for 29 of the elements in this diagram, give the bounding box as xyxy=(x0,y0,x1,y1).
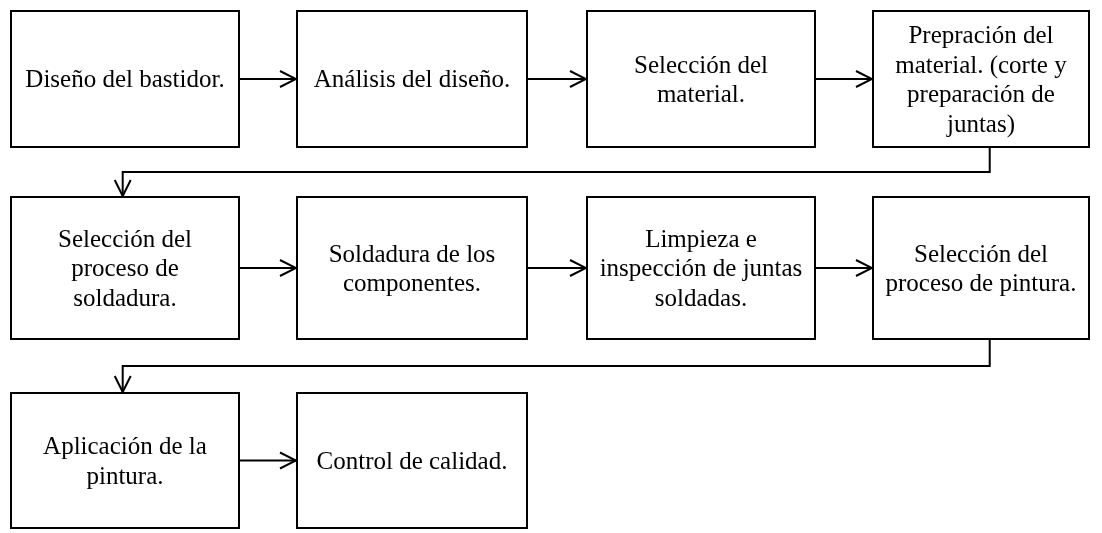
arrow xyxy=(239,259,297,277)
step-text: Selección del proceso de soldadura. xyxy=(57,223,193,313)
arrow xyxy=(815,70,873,88)
arrow xyxy=(815,259,873,277)
process-box xyxy=(296,196,528,340)
arrow xyxy=(113,147,991,197)
step-text: Control de calidad. xyxy=(315,445,509,476)
step-text: Análisis del diseño. xyxy=(312,64,512,94)
step-text: Aplicación de la pintura. xyxy=(42,431,208,490)
arrow xyxy=(239,70,297,88)
arrow xyxy=(113,339,991,393)
step-text: Selección del material. xyxy=(633,49,769,109)
step-text: Soldadura de los componentes. xyxy=(327,238,497,298)
process-box xyxy=(872,10,1090,148)
process-box xyxy=(296,392,528,529)
step-text: Limpieza e inspección de juntas soldadas. xyxy=(598,223,804,313)
process-box xyxy=(10,196,240,340)
arrow xyxy=(527,70,587,88)
process-box xyxy=(296,10,528,148)
step-text: Diseño del bastidor. xyxy=(24,64,226,94)
step-text: Selección del proceso de pintura. xyxy=(884,238,1078,298)
arrow xyxy=(239,451,297,470)
process-box xyxy=(10,392,240,529)
process-box xyxy=(586,196,816,340)
step-text: Prepración del material. (corte y preparación de juntas) xyxy=(894,20,1068,138)
arrow xyxy=(527,259,587,277)
process-box xyxy=(586,10,816,148)
process-box xyxy=(10,10,240,148)
process-box xyxy=(872,196,1090,340)
